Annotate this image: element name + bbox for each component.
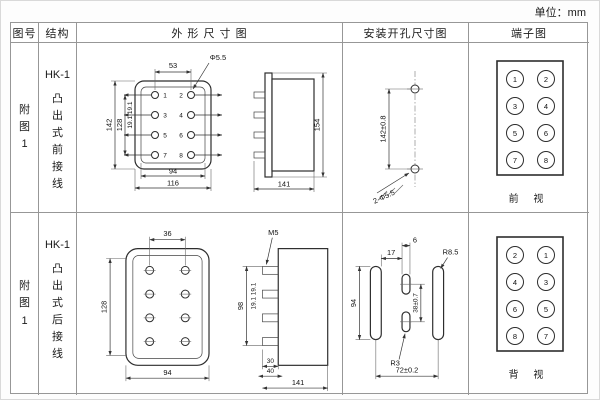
dim-height-inner: 128 bbox=[100, 301, 109, 313]
terminal-2: 2 bbox=[179, 93, 183, 100]
mounting-drawing-row1: 142±0.8 2-Φ5.5 bbox=[343, 43, 469, 213]
structure-desc-row1: 凸出式前接线 bbox=[52, 93, 63, 191]
structure-desc-row2: 凸出式后接线 bbox=[52, 263, 63, 361]
rear-side-view-dimensions: M5 98 19.1 19.1 30 40 141 bbox=[236, 228, 329, 392]
rear-wiring-outline-svg: 36 128 94 M5 bbox=[100, 228, 329, 392]
terminal-rear-view-svg: 2 1 4 3 6 5 8 7 bbox=[496, 236, 564, 352]
dim-pitch: 19.1 19.1 bbox=[251, 282, 258, 309]
front-view-dimensions: 53 Φ5.5 142 128 19.1 19.1 94 bbox=[105, 53, 226, 191]
mounting-slots bbox=[369, 265, 445, 341]
dim-bottom-inner: 94 bbox=[169, 167, 177, 176]
terminal-6: 6 bbox=[179, 133, 183, 140]
dim-slot-width: 6 bbox=[413, 236, 417, 245]
terminal-4: 4 bbox=[179, 113, 183, 120]
term-cell: 7 bbox=[544, 332, 548, 341]
header-terminal: 端子图 bbox=[469, 23, 589, 43]
terminal-diagram-row1: 1 2 3 4 5 6 7 8 前 视 bbox=[469, 43, 589, 213]
terminal-diagram-row2: 2 1 4 3 6 5 8 7 背 视 bbox=[469, 213, 589, 395]
term-cell: 8 bbox=[513, 332, 517, 341]
side-view-body bbox=[253, 72, 315, 178]
dim-bottom-total: 116 bbox=[167, 179, 179, 188]
header-structure: 结构 bbox=[39, 23, 77, 43]
dim-holes-label: 2-Φ5.5 bbox=[372, 188, 397, 206]
dim-pitch: 19.1 19.1 bbox=[127, 101, 134, 128]
fig-no-text-row1: 附图1 bbox=[19, 103, 30, 151]
terminal-circles: 2 1 4 3 6 5 8 7 bbox=[506, 246, 555, 345]
rear-view-body bbox=[125, 248, 210, 366]
rear-side-view-body bbox=[262, 248, 329, 366]
terminal-8: 8 bbox=[179, 153, 183, 160]
front-wiring-outline-svg: 1 2 3 4 5 6 7 8 53 Φ5.5 bbox=[105, 53, 327, 192]
term-cell: 5 bbox=[544, 305, 548, 314]
mounting-dimensions: 142±0.8 2-Φ5.5 bbox=[372, 88, 410, 206]
terminal-numbers: 1 2 3 4 5 6 7 8 bbox=[163, 93, 183, 160]
structure-row2: HK-1 凸出式后接线 bbox=[39, 213, 77, 395]
front-wiring-mounting-svg: 142±0.8 2-Φ5.5 bbox=[372, 71, 423, 206]
fig-no-text-row2: 附图1 bbox=[19, 280, 30, 327]
front-view-body: 1 2 3 4 5 6 7 8 bbox=[123, 80, 223, 170]
dim-side-height: 98 bbox=[236, 302, 245, 310]
fig-no-row1: 附图1 bbox=[11, 43, 39, 213]
mounting-drawing-row2: 17 6 R8.5 94 38±0.7 R3 bbox=[343, 213, 469, 395]
term-cell: 6 bbox=[513, 305, 517, 314]
dim-height-total: 142 bbox=[105, 119, 114, 132]
mounting-dimensions: 17 6 R8.5 94 38±0.7 R3 bbox=[349, 236, 458, 380]
unit-label: 单位：mm bbox=[534, 7, 586, 19]
dim-hole-spacing: 142±0.8 bbox=[379, 115, 388, 142]
dim-span: 72±0.2 bbox=[396, 366, 419, 375]
term-cell: 8 bbox=[544, 155, 548, 164]
terminal-caption-row2: 背 视 bbox=[508, 370, 550, 381]
dim-slot-offset: 17 bbox=[387, 248, 395, 257]
terminal-3: 3 bbox=[163, 113, 167, 120]
terminal-5: 5 bbox=[163, 133, 167, 140]
term-cell: 1 bbox=[513, 74, 517, 83]
side-view-dimensions: 154 141 bbox=[253, 72, 327, 192]
term-cell: 4 bbox=[513, 278, 517, 287]
dim-slot-height: 94 bbox=[349, 299, 358, 307]
dim-bottom-width: 94 bbox=[163, 368, 171, 377]
terminal-caption-row1: 前 视 bbox=[508, 193, 550, 205]
dim-screw: M5 bbox=[268, 228, 278, 237]
dim-top-width: 36 bbox=[163, 229, 171, 238]
term-cell: 2 bbox=[544, 74, 548, 83]
dim-side-height: 154 bbox=[313, 119, 322, 132]
term-cell: 4 bbox=[544, 101, 548, 110]
terminal-7: 7 bbox=[163, 153, 167, 160]
term-cell: 7 bbox=[513, 155, 517, 164]
term-cell: 3 bbox=[544, 278, 548, 287]
rear-holes bbox=[143, 265, 192, 347]
dim-top-width: 53 bbox=[169, 61, 177, 70]
term-cell: 6 bbox=[544, 128, 548, 137]
outline-drawing-row1: 1 2 3 4 5 6 7 8 53 Φ5.5 bbox=[77, 43, 343, 213]
dim-center-spacing: 38±0.7 bbox=[412, 293, 419, 313]
term-cell: 1 bbox=[544, 251, 548, 260]
header-mounting: 安装开孔尺寸图 bbox=[343, 23, 469, 43]
dimension-table: 图号 结构 外 形 尺 寸 图 安装开孔尺寸图 端子图 附图1 HK-1 凸出式… bbox=[10, 22, 589, 395]
fig-no-row2: 附图1 bbox=[11, 213, 39, 395]
mounting-holes bbox=[407, 84, 423, 174]
dim-side-width: 141 bbox=[292, 378, 304, 387]
term-cell: 3 bbox=[513, 101, 517, 110]
structure-row1: HK-1 凸出式前接线 bbox=[39, 43, 77, 213]
outline-drawing-row2: 36 128 94 M5 bbox=[77, 213, 343, 395]
terminal-1: 1 bbox=[163, 93, 167, 100]
dim-fin-width: 30 bbox=[267, 358, 275, 365]
dim-side-width: 141 bbox=[278, 180, 291, 189]
model-label-row1: HK-1 bbox=[44, 69, 71, 81]
term-cell: 2 bbox=[513, 251, 517, 260]
terminal-circles: 1 2 3 4 5 6 7 8 bbox=[506, 69, 555, 169]
rear-wiring-mounting-svg: 17 6 R8.5 94 38±0.7 R3 bbox=[349, 236, 458, 380]
dim-height-inner: 128 bbox=[115, 119, 124, 132]
header-outline: 外 形 尺 寸 图 bbox=[77, 23, 343, 43]
model-label-row2: HK-1 bbox=[44, 239, 71, 251]
dim-base-width: 40 bbox=[267, 368, 275, 375]
header-fig-no: 图号 bbox=[11, 23, 39, 43]
terminal-front-view-svg: 1 2 3 4 5 6 7 8 bbox=[496, 59, 564, 176]
terminal-studs bbox=[123, 91, 223, 159]
dim-center-r: R3 bbox=[390, 358, 399, 367]
rear-view-dimensions: 36 128 94 bbox=[100, 229, 210, 382]
dim-hole-dia: Φ5.5 bbox=[210, 53, 226, 62]
term-cell: 5 bbox=[513, 128, 517, 137]
dim-corner-r: R8.5 bbox=[443, 248, 459, 257]
